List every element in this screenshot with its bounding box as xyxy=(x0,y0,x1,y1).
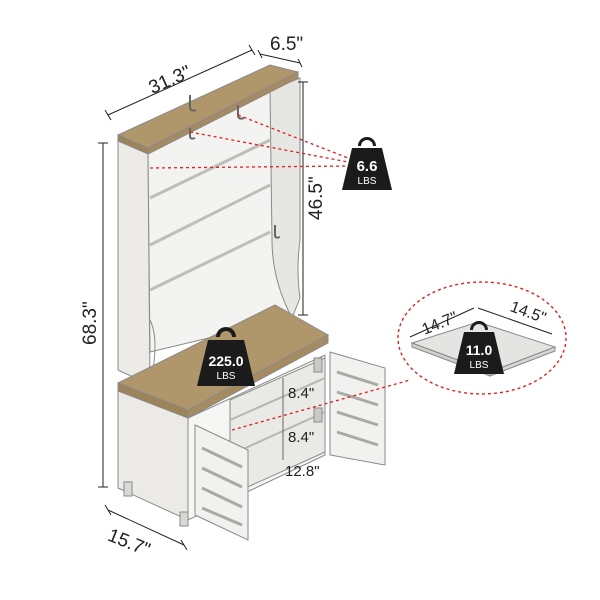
weight-icon: 225.0 LBS xyxy=(197,327,255,386)
cabinet-shelf xyxy=(229,411,326,456)
width-label: 31.3" xyxy=(146,62,194,99)
upper-height-label: 46.5" xyxy=(306,176,327,220)
dimension-lines xyxy=(98,44,308,551)
hutch-upper xyxy=(116,64,301,386)
top-depth-label: 6.5" xyxy=(270,34,303,55)
dim-line-base-depth xyxy=(107,509,185,546)
weight-value: 11.0 xyxy=(466,342,493,358)
weight-unit: LBS xyxy=(358,176,377,187)
hinge-icon xyxy=(313,407,323,423)
shelf-callout-ellipse xyxy=(397,281,567,395)
door-louver xyxy=(201,486,243,509)
hook-icon xyxy=(274,225,281,239)
shelf-depth-label: 14.5" xyxy=(508,299,548,328)
door-louver xyxy=(336,370,379,387)
hutch-top-board-side xyxy=(147,71,299,155)
total-height-label: 68.3" xyxy=(80,301,101,345)
hook-icon xyxy=(189,95,197,112)
hook-icon xyxy=(189,128,196,140)
weight-icon: 6.6 LBS xyxy=(342,137,392,190)
door-louver xyxy=(336,430,379,447)
hutch-left-side xyxy=(117,139,151,386)
door-louver xyxy=(336,410,379,427)
weight-unit: LBS xyxy=(470,360,489,371)
hutch-slat xyxy=(149,183,271,247)
door-louver xyxy=(336,390,379,407)
base-depth-label: 15.7" xyxy=(105,525,153,561)
shelf-gap-1-label: 8.4" xyxy=(288,385,314,402)
weight-value: 225.0 xyxy=(208,353,243,369)
dim-line-width xyxy=(107,49,253,116)
shelf-gap-2-label: 8.4" xyxy=(288,429,314,446)
weight-value: 6.6 xyxy=(357,158,378,175)
callout-lines xyxy=(149,114,411,431)
countertop-side-edge xyxy=(187,334,329,419)
door-louver xyxy=(201,446,243,469)
weight-icon: 11.0 LBS xyxy=(454,321,504,374)
hutch-slat xyxy=(149,230,271,292)
cabinet-foot xyxy=(123,481,133,497)
cabinet-shelf xyxy=(229,377,326,421)
cabinet-foot xyxy=(179,511,189,527)
hinge-icon xyxy=(313,357,323,373)
right-door[interactable] xyxy=(329,351,386,466)
base-cabinet xyxy=(116,304,386,541)
weight-unit: LBS xyxy=(217,371,236,382)
dim-line-top-depth xyxy=(259,53,301,64)
door-louver xyxy=(201,466,243,489)
hutch-slat xyxy=(149,138,271,200)
bottom-gap-label: 12.8" xyxy=(285,463,320,480)
door-louver xyxy=(201,506,243,527)
